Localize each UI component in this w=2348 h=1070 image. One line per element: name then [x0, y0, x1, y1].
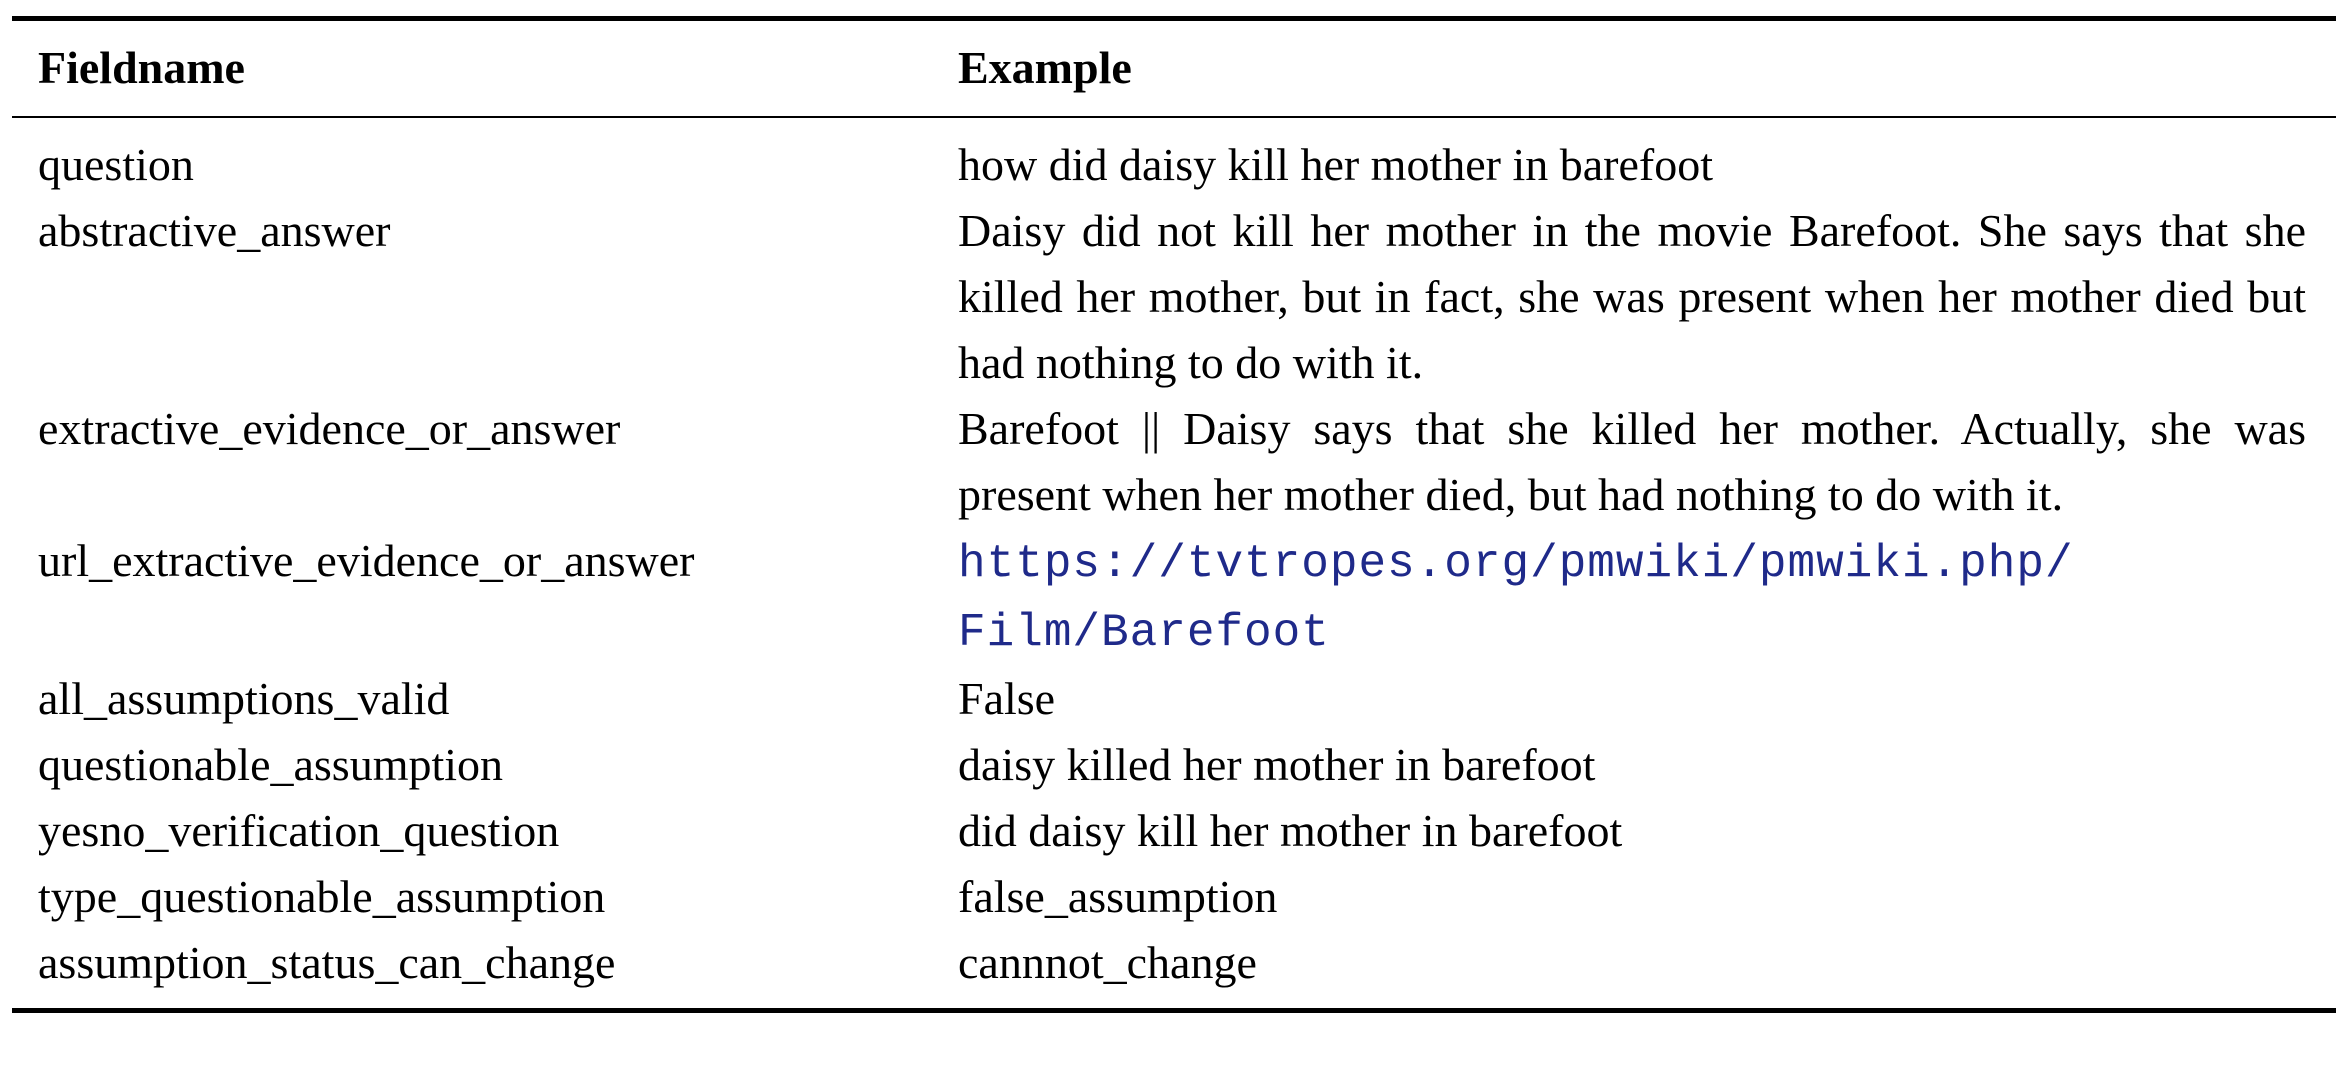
table-row: url_extractive_evidence_or_answer https:… — [12, 528, 2336, 666]
row-example: Barefoot || Daisy says that she killed h… — [958, 403, 2306, 520]
url-link-line-1[interactable]: https://tvtropes.org/pmwiki/pmwiki.php/ — [958, 538, 2074, 590]
header-row: Fieldname Example — [12, 21, 2336, 116]
row-fieldname: extractive_evidence_or_answer — [38, 403, 621, 454]
data-table: Fieldname Example question how did daisy… — [12, 16, 2336, 1013]
row-fieldname: questionable_assumption — [38, 739, 504, 790]
row-fieldname: abstractive_answer — [38, 205, 391, 256]
table-row: type_questionable_assumption false_assum… — [12, 864, 2336, 930]
table-row: yesno_verification_question did daisy ki… — [12, 798, 2336, 864]
table-row: assumption_status_can_change cannnot_cha… — [12, 930, 2336, 996]
header-example: Example — [958, 42, 1132, 93]
row-fieldname: type_questionable_assumption — [38, 871, 606, 922]
table-row: extractive_evidence_or_answer Barefoot |… — [12, 396, 2336, 528]
table-header: Fieldname Example — [12, 21, 2336, 116]
row-example: False — [958, 673, 1056, 724]
row-fieldname: all_assumptions_valid — [38, 673, 450, 724]
row-fieldname: question — [38, 139, 194, 190]
row-example: cannnot_change — [958, 937, 1257, 988]
row-example: how did daisy kill her mother in barefoo… — [958, 139, 1714, 190]
row-fieldname: url_extractive_evidence_or_answer — [38, 535, 695, 586]
row-example: daisy killed her mother in barefoot — [958, 739, 1596, 790]
row-example-url: https://tvtropes.org/pmwiki/pmwiki.php/ … — [958, 528, 2336, 666]
table-row: question how did daisy kill her mother i… — [12, 132, 2336, 198]
table-bottom-rule — [12, 1008, 2336, 1013]
row-fieldname: yesno_verification_question — [38, 805, 560, 856]
row-fieldname: assumption_status_can_change — [38, 937, 616, 988]
table-body: question how did daisy kill her mother i… — [12, 132, 2336, 996]
table-header-rule — [12, 116, 2336, 118]
url-link-line-2[interactable]: Film/Barefoot — [958, 607, 1330, 659]
table-row: abstractive_answer Daisy did not kill he… — [12, 198, 2336, 396]
table-row: all_assumptions_valid False — [12, 666, 2336, 732]
row-example: did daisy kill her mother in barefoot — [958, 805, 1623, 856]
table-row: questionable_assumption daisy killed her… — [12, 732, 2336, 798]
header-fieldname: Fieldname — [38, 42, 245, 93]
table-top-rule — [12, 16, 2336, 21]
row-example: false_assumption — [958, 871, 1278, 922]
row-example: Daisy did not kill her mother in the mov… — [958, 205, 2306, 388]
